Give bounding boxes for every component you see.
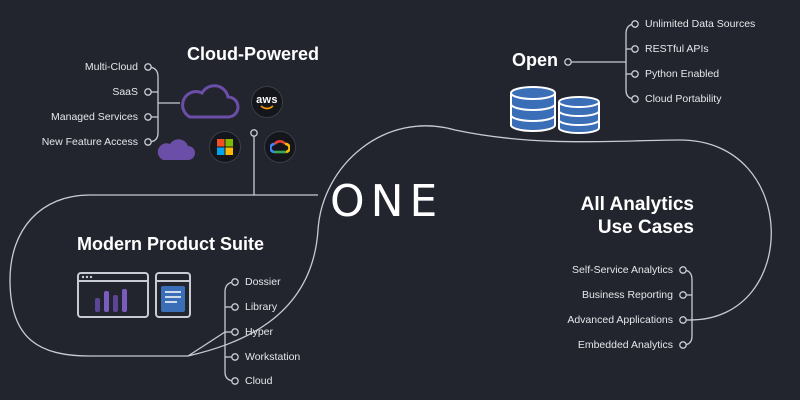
database-icon [510,86,556,132]
open-title: Open [512,50,559,70]
report-panel-icon [155,272,191,318]
suite-item-cloud: Cloud [245,375,273,387]
small-cloud-icon [157,139,195,160]
analytics-item-embedded-analytics: Embedded Analytics [577,339,673,351]
cloud-item-new-feature-access: New Feature Access [41,136,138,148]
cloud-item-saas: SaaS [112,86,138,98]
analytics-title-line2: Use Cases [597,217,694,238]
suite-item-dossier: Dossier [245,276,281,288]
microsoft-logo-icon [209,131,241,163]
aws-smile-icon [260,105,274,110]
google-cloud-logo-icon [264,131,296,163]
database-small-icon [558,96,600,134]
dashboard-window-icon [77,272,149,318]
suite-item-library: Library [245,301,278,313]
cloud-item-multi-cloud: Multi-Cloud [84,61,138,73]
aws-logo-icon: aws [251,86,283,118]
analytics-title-line1: All Analytics [580,194,694,215]
analytics-item-business-reporting: Business Reporting [581,289,673,301]
cloud-item-managed-services: Managed Services [51,111,138,123]
aws-logo-text: aws [256,94,278,106]
one-logo: ONE [330,176,444,227]
suite-item-hyper: Hyper [245,326,274,338]
open-item-cloud-portability: Cloud Portability [645,93,722,105]
open-item-restful-apis: RESTful APIs [645,43,709,55]
cloud-powered-title: Cloud-Powered [187,44,320,64]
analytics-item-self-service: Self-Service Analytics [572,264,673,276]
open-item-unlimited-data-sources: Unlimited Data Sources [645,18,756,30]
open-item-python-enabled: Python Enabled [645,68,720,80]
suite-item-workstation: Workstation [245,351,301,363]
large-cloud-icon [181,84,240,119]
analytics-item-advanced-applications: Advanced Applications [567,314,673,326]
product-suite-title: Modern Product Suite [77,234,265,254]
